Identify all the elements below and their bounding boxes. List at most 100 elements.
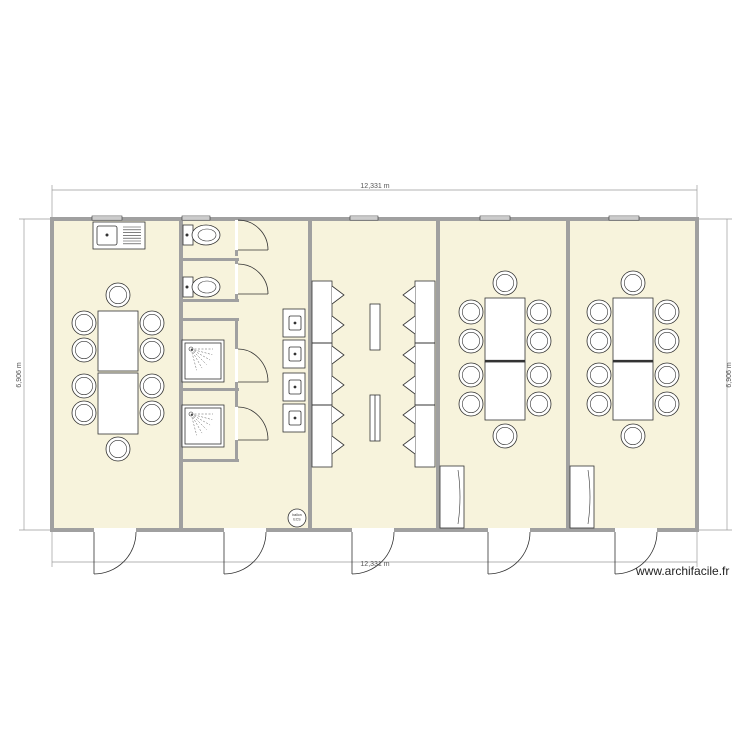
toilet-bowl bbox=[191, 224, 221, 246]
chair-seat bbox=[590, 395, 608, 413]
door-swing bbox=[237, 348, 269, 383]
water-heater-label-line: ECS bbox=[293, 518, 301, 522]
shower-spray bbox=[190, 413, 211, 426]
chair-seat bbox=[624, 427, 642, 445]
chair-seat bbox=[624, 274, 642, 292]
chair-seat bbox=[590, 366, 608, 384]
table bbox=[612, 297, 654, 363]
shower-spray bbox=[190, 413, 207, 430]
cabinet-door bbox=[587, 469, 591, 525]
water-heater-label-line: ballon bbox=[292, 513, 301, 517]
door-opening bbox=[235, 407, 238, 440]
table bbox=[612, 361, 654, 421]
shower-spray bbox=[190, 413, 203, 434]
wall bbox=[308, 217, 312, 532]
top-width-label: 12,331 m bbox=[360, 183, 389, 190]
coat-hook bbox=[331, 435, 345, 455]
chair-seat bbox=[109, 440, 127, 458]
shower-spray bbox=[190, 348, 213, 355]
coat-hook bbox=[331, 405, 345, 425]
coat-hook bbox=[402, 375, 416, 395]
door-opening bbox=[352, 528, 394, 532]
chair-seat bbox=[530, 303, 548, 321]
toilet-seat bbox=[197, 280, 217, 294]
coat-hook bbox=[402, 345, 416, 365]
coat-hook bbox=[331, 345, 345, 365]
chair-seat bbox=[75, 377, 93, 395]
wall bbox=[695, 217, 699, 532]
coat-hook bbox=[402, 435, 416, 455]
toilet-seat bbox=[197, 228, 217, 242]
coat-hook bbox=[331, 315, 345, 335]
chair-seat bbox=[462, 303, 480, 321]
door-swing bbox=[223, 531, 267, 575]
door-opening bbox=[615, 528, 657, 532]
chair-seat bbox=[143, 314, 161, 332]
chair-seat bbox=[658, 395, 676, 413]
toilet-bowl bbox=[191, 276, 221, 298]
shower-inner bbox=[184, 407, 222, 445]
chair-seat bbox=[462, 366, 480, 384]
cabinet-door bbox=[457, 469, 461, 525]
wall bbox=[179, 299, 239, 302]
shower-spray bbox=[190, 348, 197, 371]
chair-seat bbox=[658, 332, 676, 350]
bottom-width-label: 12,331 m bbox=[360, 561, 389, 568]
shower-inner bbox=[184, 342, 222, 380]
basin-drain bbox=[293, 321, 297, 325]
door-opening bbox=[235, 220, 238, 250]
door-opening bbox=[488, 528, 530, 532]
sink-drain bbox=[105, 233, 109, 237]
coat-hook bbox=[402, 405, 416, 425]
cabinet bbox=[439, 465, 465, 529]
coat-hook bbox=[331, 285, 345, 305]
chair-seat bbox=[75, 404, 93, 422]
door-swing bbox=[614, 531, 658, 575]
door-swing bbox=[93, 531, 137, 575]
coat-hook bbox=[402, 315, 416, 335]
door-opening bbox=[235, 264, 238, 294]
chair-seat bbox=[75, 314, 93, 332]
chair-seat bbox=[143, 341, 161, 359]
door-opening bbox=[224, 528, 266, 532]
right-height-label: 6,906 m bbox=[726, 362, 733, 387]
wall bbox=[179, 388, 239, 391]
door-opening bbox=[235, 349, 238, 382]
chair-seat bbox=[590, 303, 608, 321]
brand-watermark: www.archifacile.fr bbox=[636, 564, 730, 578]
chair-seat bbox=[75, 341, 93, 359]
coat-hook bbox=[402, 285, 416, 305]
cabinet bbox=[569, 465, 595, 529]
table bbox=[484, 361, 526, 421]
chair-seat bbox=[590, 332, 608, 350]
dimension-lines bbox=[19, 185, 732, 567]
table bbox=[97, 310, 139, 372]
basin-drain bbox=[293, 385, 297, 389]
wall bbox=[179, 217, 183, 532]
wall bbox=[179, 459, 239, 462]
shower-spray bbox=[190, 348, 203, 369]
shower-spray bbox=[190, 413, 213, 420]
door-swing bbox=[487, 531, 531, 575]
bench bbox=[414, 280, 436, 468]
wall bbox=[50, 217, 54, 532]
chair-seat bbox=[530, 395, 548, 413]
chair-seat bbox=[530, 332, 548, 350]
left-height-label: 6,906 m bbox=[16, 362, 23, 387]
basin-drain bbox=[293, 352, 297, 356]
shower-spray bbox=[190, 348, 207, 365]
door-swing bbox=[237, 406, 269, 441]
wall bbox=[179, 258, 239, 261]
chair-seat bbox=[658, 366, 676, 384]
chair-seat bbox=[143, 377, 161, 395]
shower-spray bbox=[190, 413, 197, 436]
toilet-flush bbox=[185, 285, 189, 289]
door-swing bbox=[237, 219, 269, 251]
water-heater bbox=[287, 508, 307, 528]
chair-seat bbox=[462, 332, 480, 350]
wall bbox=[566, 217, 570, 532]
